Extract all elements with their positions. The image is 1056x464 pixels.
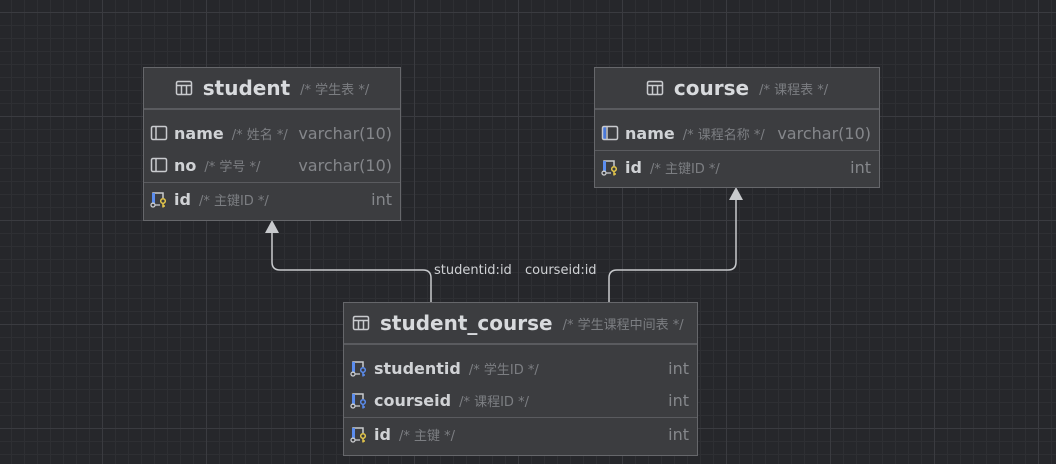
column-comment: /* 课程名称 */	[682, 127, 765, 143]
column-row-id[interactable]: id /* 主键ID */ int	[595, 151, 879, 183]
column-type: varchar(10)	[298, 123, 392, 143]
column-name: id	[374, 424, 391, 444]
table-name: student_course	[380, 311, 553, 335]
table-student-course[interactable]: student_course /* 学生课程中间表 */ studentid /* 学…	[343, 302, 698, 456]
column-row-name[interactable]: name /* 课程名称 */ varchar(10)	[595, 117, 879, 149]
table-student[interactable]: student/* 学生表 */name/* 姓名 */varchar(10)n…	[143, 67, 401, 221]
table-name: course	[673, 76, 750, 100]
column-comment: /* 课程ID */	[459, 394, 529, 410]
column-row-id[interactable]: id /* 主键ID */ int	[144, 183, 400, 215]
column-row-name[interactable]: name /* 姓名 */ varchar(10)	[144, 117, 400, 149]
primary-key-icon	[350, 427, 367, 443]
table-header[interactable]: student /* 学生表 */	[144, 68, 400, 110]
column-icon	[150, 125, 168, 141]
table-course[interactable]: course /* 课程表 */ name /* 课程名称 */ varchar(10)…	[594, 67, 880, 188]
column-type: int	[668, 358, 689, 378]
column-comment: /* 主键 */	[398, 428, 455, 444]
column-name: courseid	[374, 390, 452, 410]
column-icon	[150, 157, 168, 173]
column-name: no	[174, 155, 197, 175]
arrow-head-icon	[265, 220, 279, 233]
column-name: studentid	[374, 358, 461, 378]
primary-key-icon	[150, 192, 167, 208]
column-type: int	[371, 189, 392, 209]
column-row-studentid[interactable]: studentid /* 学生ID */ int	[344, 352, 697, 384]
table-icon	[175, 80, 193, 96]
column-name: id	[625, 157, 642, 177]
column-row-courseid[interactable]: courseid /* 课程ID */ int	[344, 384, 697, 416]
primary-key-icon	[601, 160, 618, 176]
column-row-no[interactable]: no /* 学号 */ varchar(10)	[144, 149, 400, 181]
column-name: id	[174, 189, 191, 209]
table-comment: /* 学生表 */	[300, 82, 370, 98]
foreign-key-icon	[350, 361, 367, 377]
column-comment: /* 主键ID */	[198, 193, 269, 209]
table-comment: /* 课程表 */	[759, 82, 829, 98]
column-type: varchar(10)	[298, 155, 392, 175]
foreign-key-icon	[350, 393, 367, 409]
link-studentid[interactable]	[271, 230, 432, 302]
column-comment: /* 主键ID */	[649, 161, 720, 177]
link-label-studentid: studentid:id	[434, 263, 512, 278]
table-icon	[352, 315, 370, 331]
column-name: name	[174, 123, 224, 143]
column-name: name	[625, 123, 675, 143]
column-comment: /* 姓名 */	[231, 127, 288, 143]
table-name: student	[202, 76, 291, 100]
table-comment: /* 学生课程中间表 */	[562, 317, 684, 333]
table-header[interactable]: course /* 课程表 */	[595, 68, 879, 110]
column-row-id[interactable]: id /* 主键 */ int	[344, 418, 697, 450]
link-label-courseid: courseid:id	[525, 263, 597, 278]
table-header[interactable]: student_course /* 学生课程中间表 */	[344, 303, 697, 345]
table-icon	[646, 80, 664, 96]
column-comment: /* 学号 */	[204, 159, 261, 175]
column-type: int	[668, 390, 689, 410]
column-type: int	[850, 157, 871, 177]
column-comment: /* 学生ID */	[468, 362, 539, 378]
link-courseid[interactable]	[608, 197, 737, 302]
arrow-head-icon	[729, 187, 743, 200]
column-type: int	[668, 424, 689, 444]
column-type: varchar(10)	[777, 123, 871, 143]
indexed-column-icon	[601, 125, 619, 141]
